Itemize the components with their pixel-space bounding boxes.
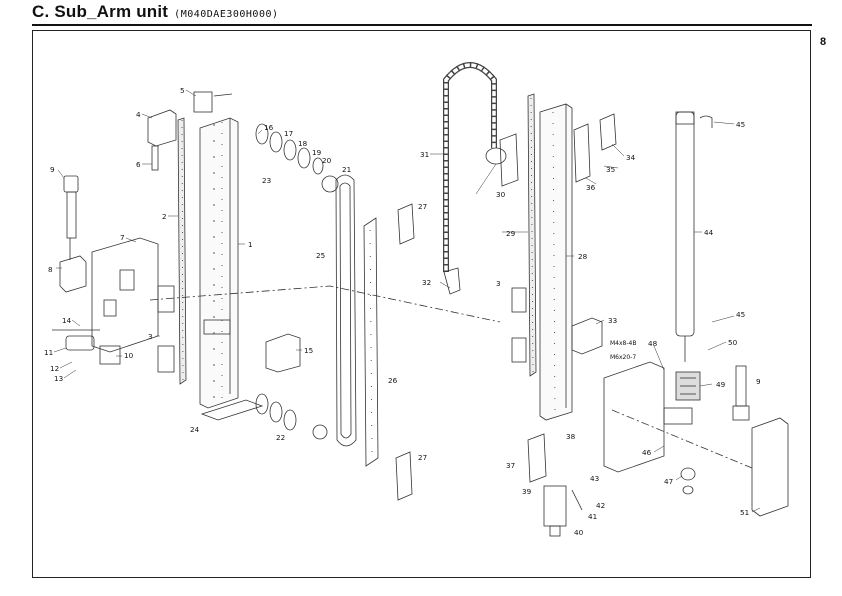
callout-17: 17: [284, 129, 293, 138]
fastener-spec-2: M6x20-7: [610, 354, 636, 361]
top-bracket-part: [147, 91, 233, 171]
callout-2: 2: [162, 212, 167, 221]
callout-21: 21: [342, 165, 351, 174]
left-cylinder-part: [63, 175, 79, 260]
callout-7: 7: [120, 233, 125, 242]
callout-33: 33: [608, 316, 617, 325]
left-plate-part: [59, 237, 159, 353]
callout-35: 35: [606, 165, 615, 174]
callout-24: 24: [190, 425, 200, 434]
callout-5: 5: [180, 86, 185, 95]
callout-27b: 27: [418, 453, 427, 462]
right-cylinder-part: [732, 365, 750, 421]
callout-45b: 45: [736, 310, 745, 319]
callout-11: 11: [44, 348, 53, 357]
callout-34: 34: [626, 153, 636, 162]
callout-46: 46: [642, 448, 652, 457]
callout-27a: 27: [418, 202, 427, 211]
guide-block-part: [157, 345, 175, 373]
fastener-spec-1: M4x8-4B: [610, 340, 636, 347]
callout-9b: 9: [756, 377, 761, 386]
callout-41: 41: [588, 512, 597, 521]
callout-51: 51: [740, 508, 749, 517]
callout-16: 16: [264, 123, 274, 132]
gripper-assembly-part: [527, 433, 583, 537]
callout-49: 49: [716, 380, 726, 389]
callout-42: 42: [596, 501, 605, 510]
callout-6: 6: [136, 160, 141, 169]
right-bracket-part: [573, 123, 591, 183]
right-bracket-part: [599, 113, 617, 151]
cover-part: [751, 417, 789, 517]
callout-8: 8: [48, 265, 53, 274]
callout-45a: 45: [736, 120, 745, 129]
timing-belt-part: [335, 174, 357, 447]
nut-part: [680, 467, 696, 481]
cable-chain-part: [443, 62, 507, 295]
callout-48: 48: [648, 339, 658, 348]
callout-1: 1: [248, 240, 253, 249]
callout-39: 39: [522, 487, 532, 496]
callout-31: 31: [420, 150, 429, 159]
callout-38: 38: [566, 432, 576, 441]
callout-22: 22: [276, 433, 285, 442]
callout-14: 14: [62, 316, 72, 325]
washer-part: [682, 485, 694, 495]
header-rule: [32, 24, 812, 26]
right-plate-part: [603, 361, 701, 473]
mid-bracket-part: [265, 333, 301, 373]
right-guide-block: [511, 287, 527, 313]
callout-4: 4: [136, 110, 141, 119]
model-code: (M040DAE300H000): [174, 9, 279, 20]
mount-bracket-part: [395, 451, 413, 501]
callout-3: 3: [148, 332, 153, 341]
lower-left-parts: [52, 329, 121, 365]
tall-cylinder-part: [675, 111, 713, 362]
main-column-part: [199, 117, 239, 409]
leader-lines: [53, 89, 761, 513]
page-number: 8: [820, 36, 827, 48]
callout-23: 23: [262, 176, 271, 185]
callout-30: 30: [496, 190, 506, 199]
upper-bearing-stack: [255, 123, 339, 193]
callout-labels: 1 2 3 4 5 6 7 8 9 10 11 12 13 14 15 16 1…: [44, 86, 761, 537]
guide-block-part: [157, 285, 175, 313]
chain-plate-part: [499, 133, 519, 187]
callout-13: 13: [54, 374, 63, 383]
callout-40: 40: [574, 528, 584, 537]
callout-10: 10: [124, 351, 134, 360]
base-plate-part: [200, 399, 264, 421]
callout-18: 18: [298, 139, 308, 148]
callout-25: 25: [316, 251, 325, 260]
callout-20: 20: [322, 156, 332, 165]
callout-12: 12: [50, 364, 59, 373]
callout-29: 29: [506, 229, 516, 238]
right-column-part: [539, 103, 573, 421]
callout-9: 9: [50, 165, 55, 174]
rail-part: [177, 117, 187, 385]
callout-32: 32: [422, 278, 431, 287]
diagram-frame: [32, 30, 811, 578]
page-title: C. Sub_Arm unit(M040DAE300H000): [32, 2, 279, 21]
callout-37: 37: [506, 461, 515, 470]
mount-bracket-part: [397, 203, 415, 245]
callout-28: 28: [578, 252, 588, 261]
parts-linework: [52, 62, 789, 537]
callout-43: 43: [590, 474, 599, 483]
callout-44: 44: [704, 228, 714, 237]
lower-right-bracket: [571, 317, 603, 355]
callout-19: 19: [312, 148, 322, 157]
callout-47: 47: [664, 477, 673, 486]
lower-bearing-stack: [255, 393, 328, 440]
right-rail-part: [527, 93, 537, 377]
callout-50: 50: [728, 338, 738, 347]
callout-26: 26: [388, 376, 398, 385]
callout-36: 36: [586, 183, 596, 192]
callout-15: 15: [304, 346, 313, 355]
page-header: C. Sub_Arm unit(M040DAE300H000): [32, 2, 812, 24]
callout-3b: 3: [496, 279, 501, 288]
tension-plate-part: [363, 217, 379, 467]
right-guide-block: [511, 337, 527, 363]
